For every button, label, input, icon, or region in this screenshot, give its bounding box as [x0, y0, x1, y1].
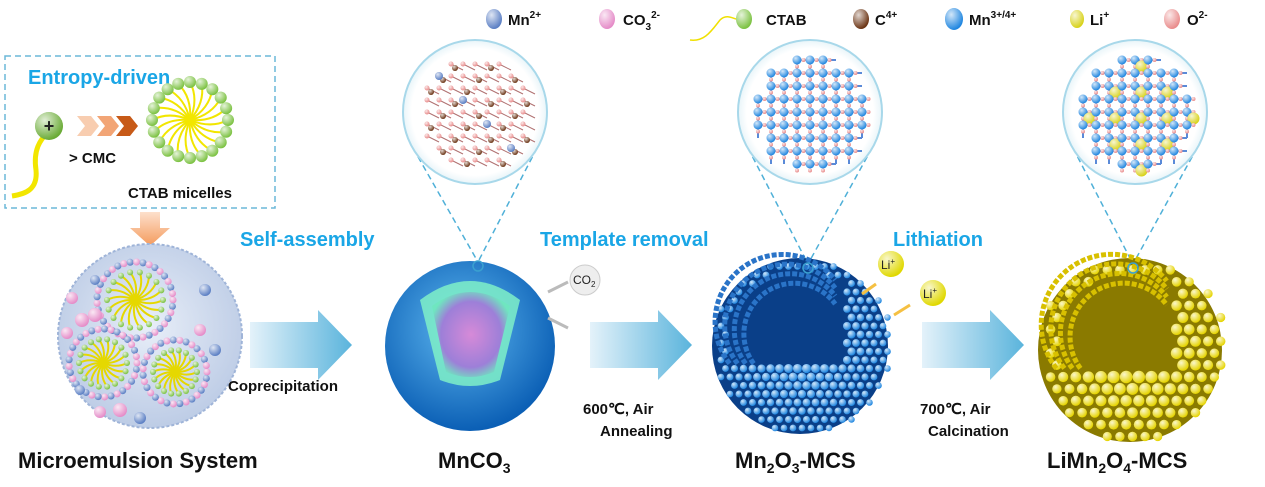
- mn2o3-label: Mn2O3-MCS: [735, 448, 856, 476]
- microemulsion-system: [57, 243, 243, 429]
- annealing-temp-label: 600℃, Air: [583, 401, 654, 418]
- arrow-icon: [547, 316, 569, 330]
- li-ions: Li+ Li+: [861, 251, 946, 317]
- arrow-icon: [893, 303, 911, 317]
- coprecipitation-label: Coprecipitation: [228, 378, 338, 395]
- mnco3-label: MnCO3: [438, 448, 511, 476]
- inset-title: Entropy-driven: [28, 67, 170, 89]
- legend-label: O: [1187, 12, 1199, 29]
- legend-label: Mn: [969, 12, 991, 29]
- svg-text:Mn2+: Mn2+: [508, 10, 541, 29]
- arrow-icon: [547, 280, 569, 294]
- mn2o3-sphere: [712, 251, 891, 434]
- calcination-label: Calcination: [928, 423, 1009, 440]
- process-arrow-icon: [250, 310, 352, 380]
- entropy-inset: Entropy-driven + > CMC CTAB micelles: [4, 55, 276, 209]
- legend-label: CO: [623, 12, 646, 29]
- calcination-temp-label: 700℃, Air: [920, 401, 991, 418]
- legend-liplus: Li+: [1070, 10, 1109, 29]
- crystal-structure-zoom: [1062, 39, 1208, 265]
- legend-mn34plus: Mn3+/4+: [945, 8, 1016, 30]
- legend-mn2plus: Mn2+: [486, 9, 541, 29]
- co2-label: CO2: [573, 273, 596, 289]
- legend-ctab: CTAB: [689, 9, 807, 41]
- svg-text:CO32-: CO32-: [623, 10, 660, 33]
- annealing-label: Annealing: [600, 423, 673, 440]
- crystal-structure-zoom: [402, 39, 548, 263]
- legend: Mn2+ CO32- CTAB C4+ Mn3+/4+ Li+: [486, 8, 1208, 41]
- ctab-micelle-icon: [146, 76, 234, 164]
- svg-text:Li+: Li+: [1090, 10, 1109, 29]
- down-arrow-icon: [130, 212, 170, 246]
- inset-border: [4, 55, 276, 209]
- legend-o2minus: O2-: [1164, 9, 1208, 29]
- template-removal-label: Template removal: [540, 229, 709, 251]
- svg-text:C4+: C4+: [875, 10, 897, 29]
- self-assembly-label: Self-assembly: [240, 229, 375, 251]
- svg-text:O2-: O2-: [1187, 10, 1208, 29]
- legend-label: Mn: [508, 12, 530, 29]
- microemulsion-label: Microemulsion System: [18, 448, 258, 473]
- arrow-icon: [861, 282, 877, 296]
- limn2o4-sphere: [1038, 251, 1226, 442]
- charge-label: +: [44, 116, 55, 136]
- chevron-arrows-icon: [77, 116, 138, 136]
- legend-c4plus: C4+: [853, 9, 897, 29]
- mnco3-sphere: [385, 260, 555, 431]
- legend-label: CTAB: [766, 12, 807, 29]
- ctab-tail-icon: [11, 130, 50, 199]
- legend-co3: CO32-: [599, 9, 660, 33]
- process-arrow-icon: [922, 310, 1024, 380]
- lithiation-label: Lithiation: [893, 229, 983, 251]
- process-arrow-icon: [590, 310, 692, 380]
- crystal-structure-zoom: [737, 39, 883, 265]
- legend-label: Li: [1090, 12, 1103, 29]
- legend-label: C: [875, 12, 886, 29]
- limn2o4-label: LiMn2O4-MCS: [1047, 448, 1187, 476]
- micelles-label: CTAB micelles: [128, 185, 232, 202]
- co2-molecule: CO2: [547, 264, 601, 330]
- cmc-label: > CMC: [69, 150, 116, 167]
- svg-text:Mn3+/4+: Mn3+/4+: [969, 10, 1016, 29]
- li-ion-label: Li+: [881, 257, 895, 272]
- ctab-tail-icon: [689, 16, 737, 41]
- li-ion-label: Li+: [923, 286, 937, 301]
